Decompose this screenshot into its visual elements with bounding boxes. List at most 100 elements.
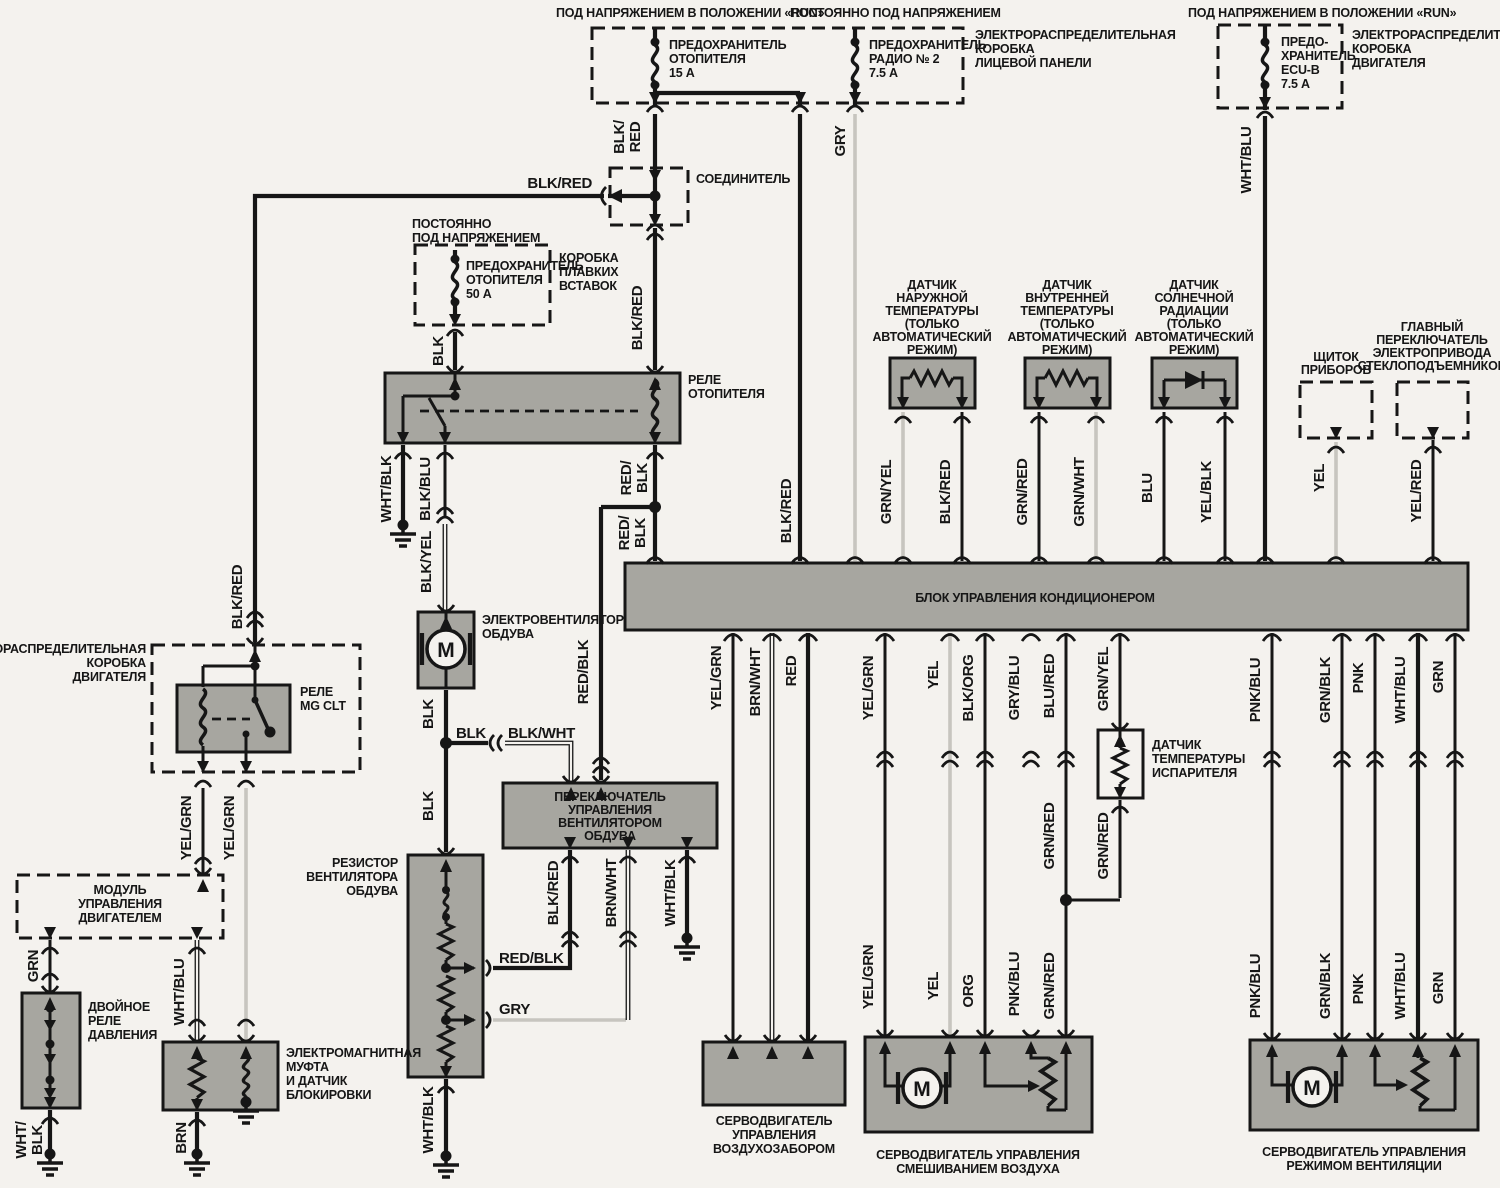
svg-text:YEL/GRN: YEL/GRN [221,796,238,861]
fan-switch-label: ПЕРЕКЛЮЧАТЕЛЬУПРАВЛЕНИЯВЕНТИЛЯТОРОМОБДУВ… [554,790,666,843]
svg-text:ДВИГАТЕЛЯ: ДВИГАТЕЛЯ [1352,56,1426,70]
svg-text:ЭЛЕКТРОРАСПРЕДЕЛИТЕЛЬНАЯ: ЭЛЕКТРОРАСПРЕДЕЛИТЕЛЬНАЯ [0,642,146,656]
svg-text:АВТОМАТИЧЕСКИЙ: АВТОМАТИЧЕСКИЙ [1007,329,1126,344]
svg-text:БЛОКИРОВКИ: БЛОКИРОВКИ [286,1088,372,1102]
svg-text:ТЕМПЕРАТУРЫ: ТЕМПЕРАТУРЫ [1020,304,1113,318]
pw-switch-label: ГЛАВНЫЙПЕРЕКЛЮЧАТЕЛЬЭЛЕКТРОПРИВОДАСТЕКЛО… [1358,319,1500,373]
svg-text:GRN: GRN [25,950,42,982]
svg-text:СЕРВОДВИГАТЕЛЬ: СЕРВОДВИГАТЕЛЬ [716,1114,833,1128]
svg-text:РЕЖИМОМ ВЕНТИЛЯЦИИ: РЕЖИМОМ ВЕНТИЛЯЦИИ [1286,1159,1441,1173]
light-wires [244,114,1338,1040]
engine-fusebox-outline [1216,23,1344,110]
svg-text:РАДИАЦИИ: РАДИАЦИИ [1159,304,1228,318]
svg-text:ОТОПИТЕЛЯ: ОТОПИТЕЛЯ [688,387,765,401]
svg-text:ВЕНТИЛЯТОРА: ВЕНТИЛЯТОРА [306,870,398,884]
svg-text:ТЕМПЕРАТУРЫ: ТЕМПЕРАТУРЫ [885,304,978,318]
svg-text:СТЕКЛОПОДЪЕМНИКОВ: СТЕКЛОПОДЪЕМНИКОВ [1358,359,1500,373]
svg-text:РЕЛЕ: РЕЛЕ [88,1014,121,1028]
svg-text:ЭЛЕКТРОМАГНИТНАЯ: ЭЛЕКТРОМАГНИТНАЯ [286,1046,421,1060]
svg-text:ПРЕДОХРАНИТЕЛЬ: ПРЕДОХРАНИТЕЛЬ [669,38,787,52]
svg-text:YEL/BLK: YEL/BLK [1198,461,1215,524]
svg-text:GRY: GRY [832,125,849,156]
svg-text:АВТОМАТИЧЕСКИЙ: АВТОМАТИЧЕСКИЙ [1134,329,1253,344]
svg-text:СОЛНЕЧНОЙ: СОЛНЕЧНОЙ [1155,290,1234,305]
svg-text:GRN/BLK: GRN/BLK [1317,656,1334,723]
white-wires [194,524,775,1040]
svg-text:YEL: YEL [1311,464,1328,492]
svg-text:ЛИЦЕВОЙ ПАНЕЛИ: ЛИЦЕВОЙ ПАНЕЛИ [975,55,1092,70]
svg-text:РЕЖИМ): РЕЖИМ) [1169,343,1219,357]
svg-text:АВТОМАТИЧЕСКИЙ: АВТОМАТИЧЕСКИЙ [872,329,991,344]
svg-text:(ТОЛЬКО: (ТОЛЬКО [1167,317,1222,331]
svg-text:СМЕШИВАНИЕМ ВОЗДУХА: СМЕШИВАНИЕМ ВОЗДУХА [896,1162,1060,1176]
svg-text:BLK: BLK [29,1125,46,1155]
wire-labels-vertical: BLK/ RED GRY WHT/BLU BLK/RED BLK BLK/RED… [13,119,1447,1159]
branch-arrows [464,734,1408,1092]
svg-text:BLK/BLU: BLK/BLU [417,457,434,521]
svg-text:УПРАВЛЕНИЯ: УПРАВЛЕНИЯ [732,1128,816,1142]
svg-text:BLK/ORG: BLK/ORG [960,654,977,721]
svg-text:ПРИБОРОВ: ПРИБОРОВ [1301,363,1372,377]
svg-text:15 А: 15 А [669,66,695,80]
ecm-outline [15,873,225,940]
fusible-link-box-outline [413,243,552,327]
heater-relay-box [383,371,682,445]
svg-text:PNK: PNK [1350,973,1367,1004]
svg-text:(ТОЛЬКО: (ТОЛЬКО [905,317,960,331]
svg-text:GRY/BLU: GRY/BLU [1006,656,1023,721]
svg-text:КОРОБКА: КОРОБКА [87,656,147,670]
svg-text:BRN/WHT: BRN/WHT [603,859,620,928]
svg-text:WHT/BLK: WHT/BLK [378,455,395,523]
svg-text:(ТОЛЬКО: (ТОЛЬКО [1040,317,1095,331]
svg-text:RED: RED [783,655,800,686]
engine-box-left-label: ЭЛЕКТРОРАСПРЕДЕЛИТЕЛЬНАЯКОРОБКАДВИГАТЕЛЯ [0,642,146,684]
svg-text:GRN/YEL: GRN/YEL [1095,647,1112,712]
svg-text:GRN/RED: GRN/RED [1041,802,1058,870]
box-exit-arrows [40,92,1443,1127]
ac-control-unit-box [623,561,1470,632]
svg-text:GRN/YEL: GRN/YEL [878,460,895,525]
svg-text:BLK/RED: BLK/RED [229,564,246,629]
wire-break-connectors [40,104,1465,1027]
svg-text:BLK: BLK [420,791,437,821]
svg-text:ПЛАВКИХ: ПЛАВКИХ [559,265,619,279]
svg-text:РАДИО № 2: РАДИО № 2 [869,52,940,66]
mix-motor-m: M [913,1078,931,1101]
svg-text:ГЛАВНЫЙ: ГЛАВНЫЙ [1401,319,1464,334]
svg-text:WHT/BLU: WHT/BLU [1392,656,1409,723]
svg-text:УПРАВЛЕНИЯ: УПРАВЛЕНИЯ [78,897,162,911]
svg-text:7.5 А: 7.5 А [1281,77,1310,91]
svg-text:ДВОЙНОЕ: ДВОЙНОЕ [88,999,150,1014]
svg-text:ОТОПИТЕЛЯ: ОТОПИТЕЛЯ [669,52,746,66]
svg-text:BLK/RED: BLK/RED [629,285,646,350]
svg-text:50 А: 50 А [466,287,492,301]
svg-text:MG CLT: MG CLT [300,699,346,713]
svg-text:ТЕМПЕРАТУРЫ: ТЕМПЕРАТУРЫ [1152,752,1245,766]
svg-text:YEL: YEL [925,661,942,689]
fuse-icon [648,35,662,92]
svg-text:ДВИГАТЕЛЕМ: ДВИГАТЕЛЕМ [78,911,161,925]
svg-text:УПРАВЛЕНИЯ: УПРАВЛЕНИЯ [568,803,652,817]
svg-text:WHT/BLU: WHT/BLU [1392,952,1409,1019]
svg-text:GRN: GRN [1430,972,1447,1004]
svg-text:BLK/RED: BLK/RED [937,459,954,524]
svg-text:GRN/RED: GRN/RED [1095,812,1112,880]
svg-text:ДАТЧИК: ДАТЧИК [1169,278,1219,292]
svg-text:BLK/: BLK/ [611,119,628,154]
svg-text:BRN/WHT: BRN/WHT [747,648,764,717]
svg-text:BLU: BLU [1139,473,1156,503]
wire-label-red-blk-h: RED/BLK [499,950,564,967]
power-constant-label: ПОСТОЯННО ПОД НАПРЯЖЕНИЕМ [790,6,1001,20]
